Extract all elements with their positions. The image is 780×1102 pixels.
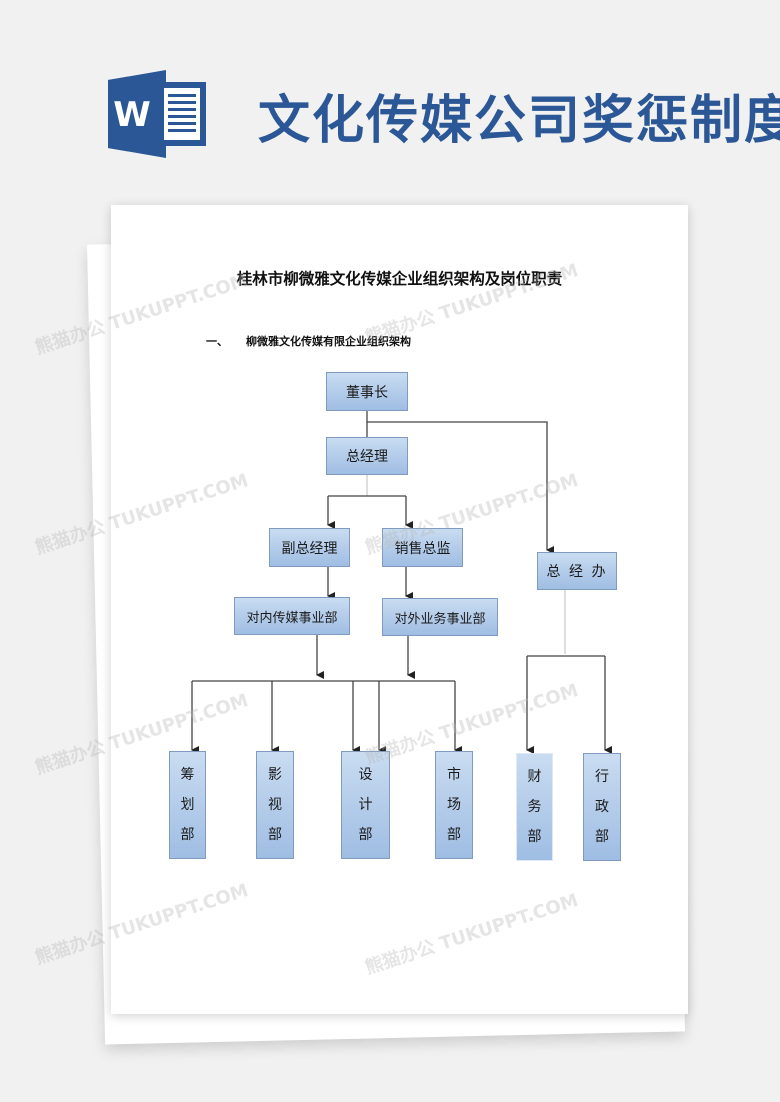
banner-title: 文化传媒公司奖惩制度 [258, 90, 780, 151]
node-sales-director: 销售总监 [382, 528, 463, 567]
node-internal-media-division: 对内传媒事业部 [234, 597, 350, 635]
node-gm-office: 总 经 办 [537, 552, 617, 590]
svg-text:W: W [113, 95, 151, 135]
banner: W 文化传媒公司奖惩制度 [0, 0, 780, 190]
node-film-tv-dept: 影视部 [256, 751, 294, 859]
org-chart-connectors [191, 411, 612, 754]
node-finance-dept: 财务部 [516, 753, 553, 861]
node-planning-dept: 筹划部 [169, 751, 206, 859]
word-document-icon: W [108, 70, 206, 158]
section-heading: 一、 柳微雅文化传媒有限企业组织架构 [206, 333, 411, 349]
node-deputy-general-manager: 副总经理 [269, 528, 350, 567]
node-administration-dept: 行政部 [583, 753, 621, 861]
section-number: 一、 [206, 335, 228, 348]
document-title: 桂林市柳微雅文化传媒企业组织架构及岗位职责 [236, 270, 563, 288]
node-general-manager: 总经理 [326, 437, 408, 475]
node-design-dept: 设计部 [341, 751, 390, 859]
section-title: 柳微雅文化传媒有限企业组织架构 [246, 335, 411, 348]
node-external-business-division: 对外业务事业部 [382, 598, 498, 636]
node-chairman: 董事长 [326, 372, 408, 411]
document-page: 桂林市柳微雅文化传媒企业组织架构及岗位职责 一、 柳微雅文化传媒有限企业组织架构 [111, 205, 688, 1014]
node-marketing-dept: 市场部 [435, 751, 473, 859]
